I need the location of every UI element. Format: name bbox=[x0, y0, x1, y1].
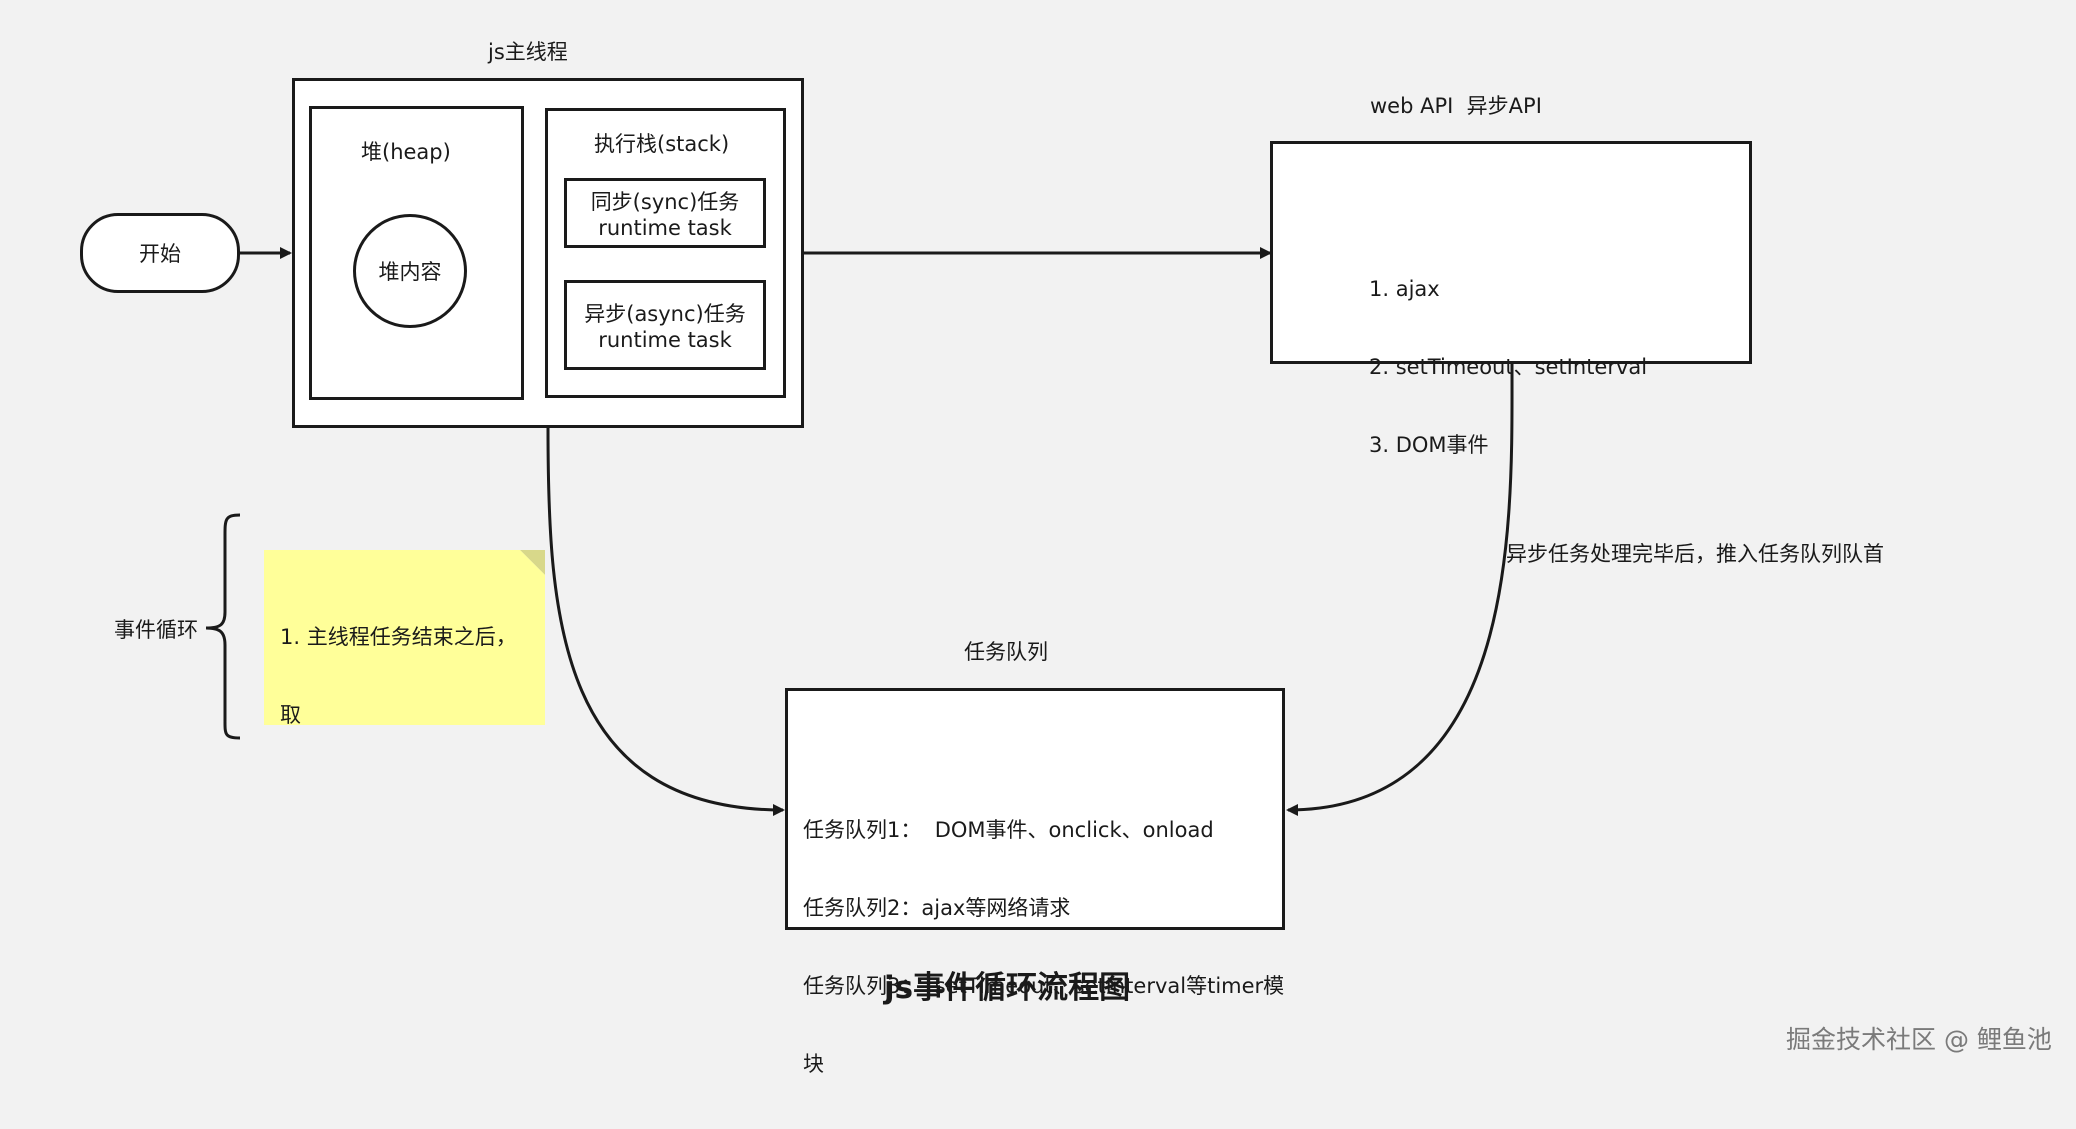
event-loop-label: 事件循环 bbox=[114, 618, 198, 642]
note-line: 取 bbox=[280, 703, 301, 727]
heap-content-label: 堆内容 bbox=[378, 260, 442, 284]
event-loop-note: 1. 主线程任务结束之后， 取 出任务队列的第一个任 务，推入执行栈中 2. 重… bbox=[264, 550, 545, 725]
sync-task-line2: runtime task bbox=[598, 216, 732, 240]
event-loop-brace bbox=[205, 513, 241, 740]
main-thread-title: js主线程 bbox=[488, 40, 568, 64]
web-api-item: 1. ajax bbox=[1369, 277, 1440, 301]
watermark: 掘金技术社区 @ 鲤鱼池 bbox=[1786, 1025, 2052, 1054]
task-queue-item: 任务队列1： DOM事件、onclick、onload bbox=[803, 818, 1214, 842]
stack-title: 执行栈(stack) bbox=[594, 132, 730, 156]
async-arrow-label: 异步任务处理完毕后，推入任务队列队首 bbox=[1506, 542, 1884, 566]
task-queue-item: 块 bbox=[803, 1052, 824, 1076]
task-queue-item: 任务队列2：ajax等网络请求 bbox=[803, 896, 1071, 920]
web-api-box: 1. ajax 2. setTimeout、setInterval 3. DOM… bbox=[1270, 141, 1752, 457]
task-queue-box: 任务队列1： DOM事件、onclick、onload 任务队列2：ajax等网… bbox=[785, 688, 1285, 1076]
async-task-box: 异步(async)任务 runtime task bbox=[564, 280, 766, 370]
arrow-webapi-to-queue bbox=[1286, 363, 1514, 816]
web-api-item: 3. DOM事件 bbox=[1369, 433, 1489, 457]
task-queue-item: 任务队列3： setTimeout、setInterval等timer模 bbox=[803, 974, 1285, 998]
web-api-title: web API 异步API bbox=[1370, 94, 1542, 118]
web-api-list: 1. ajax 2. setTimeout、setInterval 3. DOM… bbox=[1369, 224, 1647, 510]
start-label: 开始 bbox=[139, 242, 181, 266]
async-task-line1: 异步(async)任务 bbox=[584, 302, 746, 326]
diagram-title: js事件循环流程图 bbox=[884, 970, 1131, 1006]
arrow-main-to-queue bbox=[546, 427, 785, 816]
web-api-item: 2. setTimeout、setInterval bbox=[1369, 355, 1648, 379]
start-node: 开始 bbox=[80, 213, 240, 293]
note-line: 1. 主线程任务结束之后， bbox=[280, 625, 517, 649]
heap-content-circle: 堆内容 bbox=[353, 214, 467, 328]
task-queue-title: 任务队列 bbox=[964, 640, 1048, 664]
async-task-line2: runtime task bbox=[598, 328, 732, 352]
sync-task-line1: 同步(sync)任务 bbox=[590, 190, 740, 214]
event-loop-note-text: 1. 主线程任务结束之后， 取 出任务队列的第一个任 务，推入执行栈中 2. 重… bbox=[280, 572, 517, 727]
sync-task-box: 同步(sync)任务 runtime task bbox=[564, 178, 766, 248]
task-queue-list: 任务队列1： DOM事件、onclick、onload 任务队列2：ajax等网… bbox=[803, 765, 1284, 1129]
heap-title: 堆(heap) bbox=[361, 140, 451, 164]
